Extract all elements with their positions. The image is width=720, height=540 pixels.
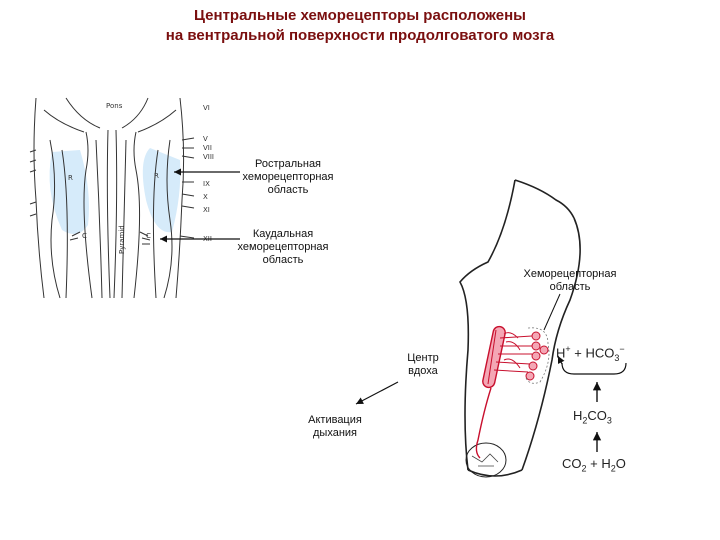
rostral-label-line-2: хеморецепторная <box>242 171 334 183</box>
activation-label-line-2: дыхания <box>313 427 357 439</box>
co2-subscript: 2 <box>581 463 587 474</box>
hco-subscript: 3 <box>614 352 620 363</box>
nerve-label-vi: VI <box>203 104 210 112</box>
co2-plus: + <box>590 456 598 471</box>
nerve-label-v: V <box>203 135 208 143</box>
title-line-1: Центральные хеморецепторы расположены <box>194 7 526 24</box>
caudal-label-line-2: хеморецепторная <box>237 241 329 253</box>
rostral-label-line-1: Ростральная <box>254 158 322 170</box>
h2o-subscript: 2 <box>610 463 616 474</box>
brainstem-illustration <box>29 97 195 299</box>
carbonic-acid-formula: H2CO3 <box>573 408 612 426</box>
chemoreceptor-zone-outline <box>525 327 550 384</box>
h2o-h: H <box>601 456 611 471</box>
pons-label: Pons <box>106 102 123 110</box>
h-ion-charge: + <box>565 344 571 354</box>
left-chemoreceptor-region <box>49 150 89 234</box>
nerve-label-vii: VII <box>203 144 212 152</box>
hco-charge: − <box>619 344 625 354</box>
canal-detail <box>471 453 499 467</box>
page-title: Центральные хеморецепторы расположены на… <box>0 6 720 46</box>
h2co3-sub-1: 2 <box>582 415 588 426</box>
activation-label-line-1: Активация <box>308 414 362 426</box>
bicarbonate-equation: H+ + HCO3− <box>556 344 625 363</box>
chemo-label-line-2: область <box>549 281 591 293</box>
inspiratory-center <box>475 325 506 459</box>
reaction-brace <box>561 362 627 375</box>
pyramid-label: Pyramid <box>118 225 126 254</box>
co2-water-formula: CO2 + H2O <box>562 456 626 474</box>
hco-text: HCO <box>585 345 615 361</box>
co2-co: CO <box>562 456 582 471</box>
region-c-right-label: C <box>146 232 151 240</box>
region-r-left-label: R <box>68 174 73 182</box>
caudal-region-label: Каудальная хеморецепторная область <box>222 228 344 267</box>
right-chemoreceptor-region <box>142 148 181 233</box>
center-label-line-2: вдоха <box>408 365 438 377</box>
chemo-zone-pointer-line <box>543 293 561 331</box>
chemoreceptor-zone-label: Хеморецепторная область <box>512 268 628 294</box>
chemoreceptor-neurons <box>493 331 549 381</box>
activation-arrow <box>355 381 399 405</box>
nerve-label-xi: XI <box>203 206 210 214</box>
rostral-label-line-3: область <box>267 184 309 196</box>
nerve-label-x: X <box>203 193 208 201</box>
central-canal-section <box>465 442 507 478</box>
brainstem-text: Pons R R C C Pyramid VI V VII VIII IX X … <box>68 102 214 254</box>
h2co3-sub-2: 3 <box>606 415 612 426</box>
h-ion: H <box>556 345 566 361</box>
h2co3-co: CO <box>587 408 607 423</box>
region-r-right-label: R <box>154 172 159 180</box>
equation-plus: + <box>574 345 582 361</box>
rostral-region-label: Ростральная хеморецепторная область <box>226 158 350 197</box>
activation-label: Активация дыхания <box>300 414 370 440</box>
title-line-2: на вентральной поверхности продолговатог… <box>165 27 555 44</box>
medulla-section <box>459 179 581 477</box>
nerve-label-viii: VIII <box>203 153 214 161</box>
h2co3-h: H <box>573 408 583 423</box>
inspiratory-center-label: Центр вдоха <box>398 352 448 378</box>
caudal-label-line-3: область <box>262 254 304 266</box>
region-c-left-label: C <box>82 232 87 240</box>
h2o-o: O <box>615 456 626 471</box>
caudal-label-line-1: Каудальная <box>252 228 314 240</box>
brace-left-arrow <box>557 355 565 365</box>
nerve-label-ix: IX <box>203 180 210 188</box>
center-label-line-1: Центр <box>407 352 439 364</box>
chemo-label-line-1: Хеморецепторная <box>523 268 617 280</box>
